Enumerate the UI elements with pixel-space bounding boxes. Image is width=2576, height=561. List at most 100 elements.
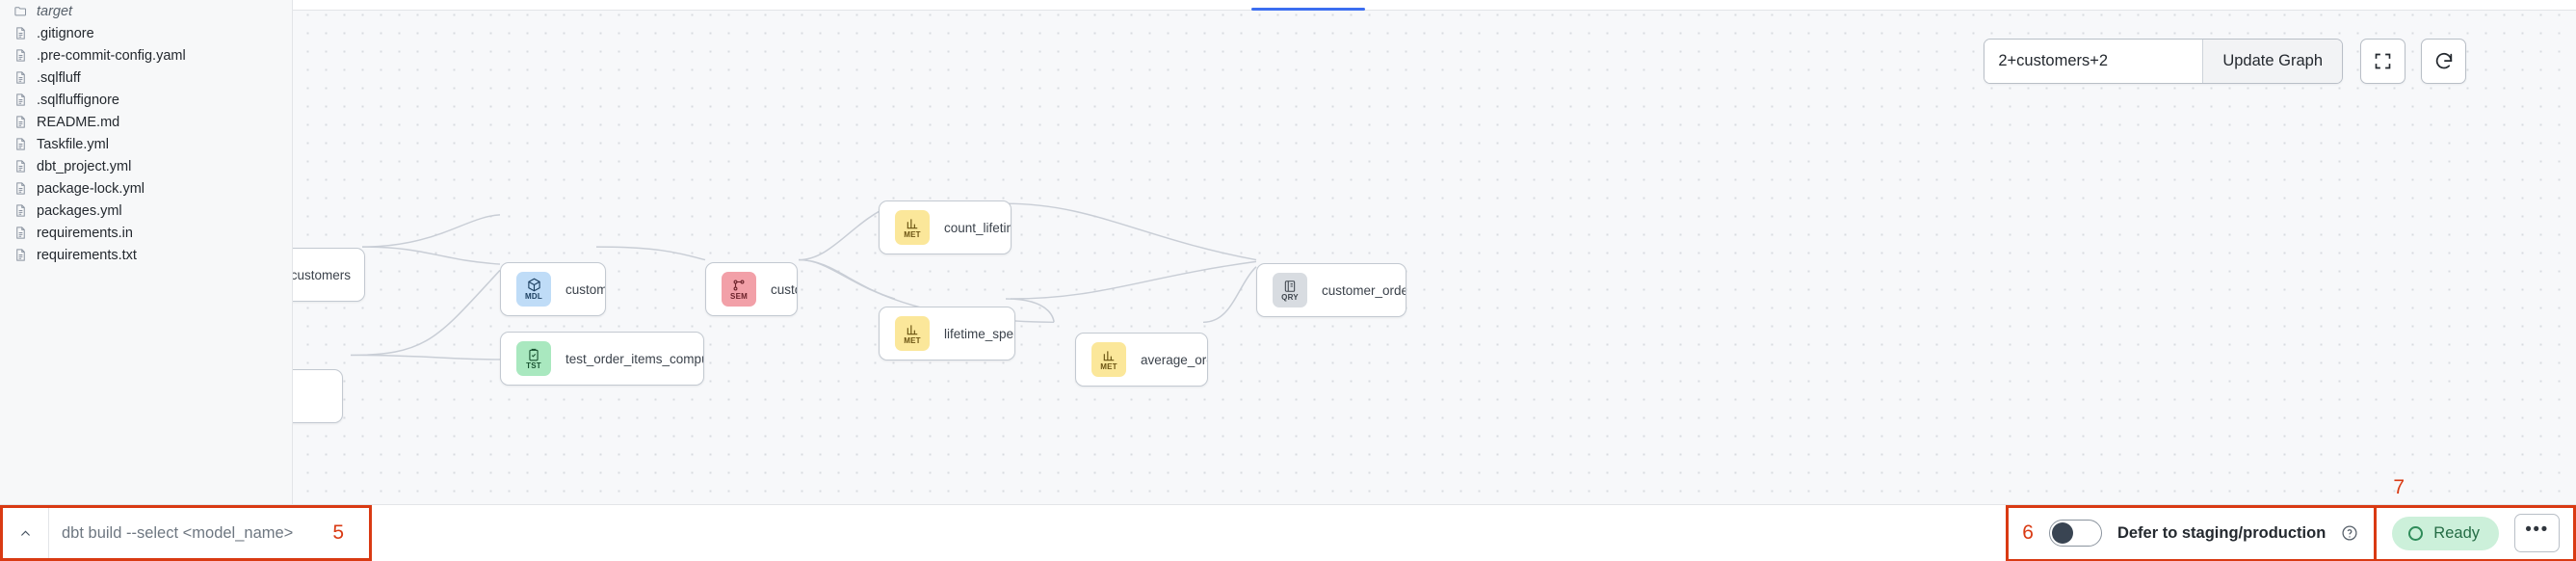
status-badge[interactable]: Ready	[2392, 516, 2499, 550]
node-label: test_order_items_compute_to_bools...	[565, 351, 703, 366]
help-circle-icon[interactable]	[2341, 524, 2358, 542]
file-name: .sqlfluffignore	[37, 92, 119, 108]
file-name: .gitignore	[37, 25, 94, 41]
command-bar: 5	[0, 505, 372, 561]
file-row[interactable]: requirements.in	[0, 222, 292, 244]
editor-tabstrip	[293, 0, 2576, 11]
graph-node-customers-model[interactable]: MDL customers	[500, 262, 606, 316]
file-name: .pre-commit-config.yaml	[37, 47, 186, 64]
node-label: customer_order_metrics	[1322, 282, 1406, 298]
file-row[interactable]: target	[0, 0, 292, 22]
file-icon	[16, 204, 25, 217]
status-label: Ready	[2433, 523, 2480, 542]
file-name: requirements.txt	[37, 247, 137, 263]
file-icon	[16, 227, 25, 239]
update-graph-button[interactable]: Update Graph	[2202, 40, 2342, 83]
graph-node-lifetime-spend-pretax[interactable]: MET lifetime_spend_pretax	[879, 307, 1015, 361]
bottom-status-bar: 5 6 Defer to staging/production	[0, 504, 2576, 561]
node-label: average_order_value	[1141, 352, 1207, 367]
annotation-marker-6: 6	[2022, 521, 2034, 544]
graph-node-customer-order-metrics[interactable]: QRY customer_order_metrics	[1256, 263, 1406, 317]
file-list: target .gitignore .pre-commit-config.yaml.…	[0, 0, 292, 266]
file-explorer-sidebar: target .gitignore .pre-commit-config.yaml.…	[0, 0, 293, 504]
active-tab-indicator	[1251, 8, 1365, 11]
graph-toolbar: Update Graph	[1984, 39, 2466, 84]
file-icon	[16, 27, 25, 40]
file-icon	[16, 182, 25, 195]
clipboard-glyph	[527, 347, 540, 361]
file-icon	[16, 71, 25, 84]
node-type-code: QRY	[1281, 293, 1299, 302]
node-type-code: MET	[904, 336, 921, 345]
node-label: customers	[565, 281, 606, 297]
bar-chart-icon: MET	[895, 210, 930, 245]
lineage-graph-canvas[interactable]: tg_customers orders MDL customers	[293, 0, 2576, 504]
file-row[interactable]: Taskfile.yml	[0, 133, 292, 155]
file-row[interactable]: dbt_project.yml	[0, 155, 292, 177]
fullscreen-icon[interactable]	[2360, 39, 2405, 84]
node-label: tg_customers	[293, 267, 352, 282]
file-row[interactable]: README.md	[0, 111, 292, 133]
file-name: packages.yml	[37, 202, 122, 219]
node-type-code: TST	[526, 361, 541, 370]
more-options-button[interactable]: •••	[2514, 514, 2560, 552]
file-icon	[16, 160, 25, 173]
defer-control: 6 Defer to staging/production	[2006, 504, 2378, 561]
query-icon: QRY	[1273, 273, 1307, 307]
bar-chart-glyph	[906, 216, 919, 230]
main-body: target .gitignore .pre-commit-config.yaml.…	[0, 0, 2576, 504]
refresh-icon[interactable]	[2421, 39, 2466, 84]
file-name: requirements.in	[37, 225, 133, 241]
file-name: target	[37, 3, 73, 19]
status-area: Ready •••	[2377, 504, 2576, 561]
file-icon	[16, 116, 25, 128]
file-name: README.md	[37, 114, 120, 130]
status-dot-icon	[2408, 525, 2424, 541]
toggle-knob	[2051, 522, 2073, 544]
command-input[interactable]	[49, 508, 369, 558]
graph-toolbar-icons	[2360, 39, 2466, 84]
chevron-up-icon[interactable]	[3, 508, 49, 558]
graph-node-average-order-value[interactable]: MET average_order_value	[1075, 333, 1208, 387]
node-type-code: SEM	[730, 292, 748, 301]
selector-group: Update Graph	[1984, 39, 2343, 84]
folder-icon	[14, 7, 26, 16]
file-icon	[16, 249, 25, 261]
query-glyph	[1283, 279, 1297, 293]
bar-chart-icon: MET	[895, 316, 930, 351]
semantic-icon: SEM	[722, 272, 756, 307]
clipboard-check-icon: TST	[516, 341, 551, 376]
node-type-code: MDL	[525, 292, 542, 301]
graph-node-orders[interactable]: orders	[293, 369, 343, 423]
bar-chart-icon: MET	[1091, 342, 1126, 377]
node-label: customers	[771, 281, 797, 297]
cube-glyph	[527, 278, 541, 292]
file-name: package-lock.yml	[37, 180, 145, 197]
bar-chart-glyph	[906, 322, 919, 336]
graph-node-stg-customers[interactable]: tg_customers	[293, 248, 365, 302]
defer-toggle[interactable]	[2048, 520, 2102, 547]
node-label: count_lifetime_orders	[944, 220, 1011, 235]
file-row[interactable]: .sqlfluff	[0, 67, 292, 89]
defer-label: Defer to staging/production	[2116, 523, 2326, 542]
graph-selector-input[interactable]	[1985, 40, 2203, 83]
file-row[interactable]: packages.yml	[0, 200, 292, 222]
graph-node-test-order-items[interactable]: TST test_order_items_compute_to_bools...	[500, 332, 704, 386]
file-icon	[16, 94, 25, 106]
file-row[interactable]: .sqlfluffignore	[0, 89, 292, 111]
annotation-marker-7: 7	[2393, 476, 2405, 498]
graph-node-count-lifetime-orders[interactable]: MET count_lifetime_orders	[879, 200, 1012, 254]
cube-icon: MDL	[516, 272, 551, 307]
file-row[interactable]: requirements.txt	[0, 244, 292, 266]
bar-chart-glyph	[1102, 348, 1116, 362]
file-name: Taskfile.yml	[37, 136, 109, 152]
file-row[interactable]: .gitignore	[0, 22, 292, 44]
file-row[interactable]: .pre-commit-config.yaml	[0, 44, 292, 67]
node-type-code: MET	[1100, 362, 1117, 371]
file-icon	[16, 49, 25, 62]
file-row[interactable]: package-lock.yml	[0, 177, 292, 200]
file-icon	[16, 138, 25, 150]
file-name: dbt_project.yml	[37, 158, 132, 174]
graph-node-customers-semantic[interactable]: SEM customers	[705, 262, 798, 316]
